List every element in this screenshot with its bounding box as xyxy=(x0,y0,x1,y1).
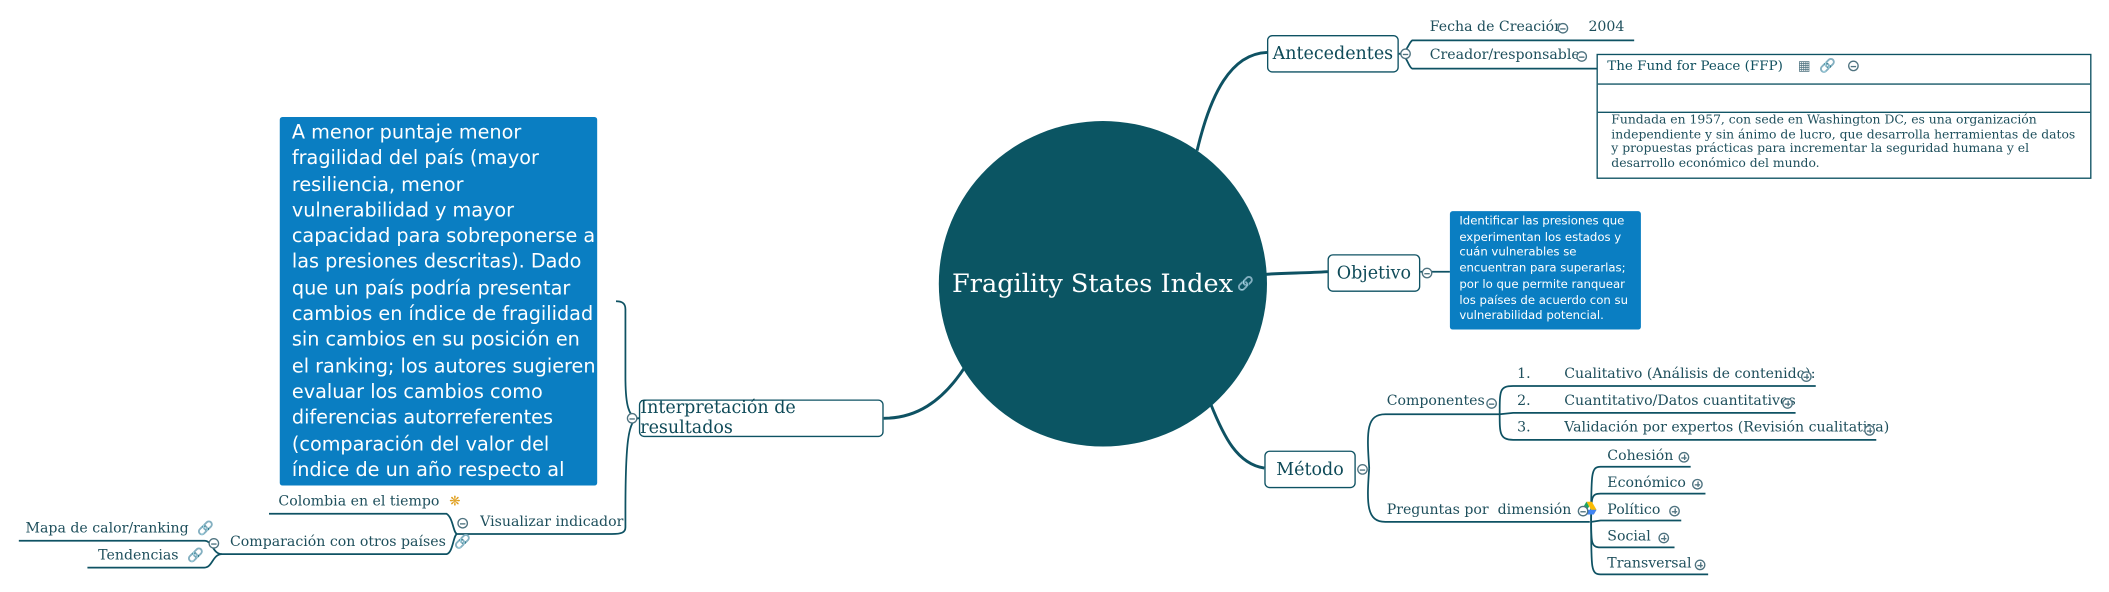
comparacion-otros-paises[interactable]: Comparación con otros países 🔗 xyxy=(229,533,472,551)
fecha-value: 2004 xyxy=(1588,18,1625,35)
creador-responsable[interactable]: Creador/responsable xyxy=(1430,47,1580,63)
ffp-table[interactable]: The Fund for Peace (FFP) ▦ 🔗 Fundada en … xyxy=(1596,53,2092,179)
collapse-toggle[interactable] xyxy=(1557,22,1569,34)
collapse-toggle[interactable] xyxy=(457,517,469,529)
collapse-toggle[interactable] xyxy=(626,412,638,424)
collapse-toggle[interactable] xyxy=(1421,267,1433,279)
dimension-item[interactable]: Cohesión xyxy=(1607,447,1674,465)
preguntas-por-dimension[interactable]: Preguntas por dimensión xyxy=(1386,501,1597,518)
dimension-item[interactable]: Económico xyxy=(1607,474,1686,491)
ffp-name: The Fund for Peace (FFP) xyxy=(1607,59,1783,74)
visualizar-label: Visualizar indicador xyxy=(480,513,624,530)
link-interpretacion xyxy=(883,365,967,420)
fecha-label: Fecha de Creación xyxy=(1429,18,1564,35)
componente-item[interactable]: 1. Cualitativo (Análisis de contenido): xyxy=(1517,365,1816,382)
creador-label: Creador/responsable xyxy=(1429,47,1580,64)
collapse-toggle[interactable] xyxy=(1357,464,1368,475)
componentes[interactable]: Componentes xyxy=(1387,393,1485,409)
expand-toggle[interactable] xyxy=(1658,532,1670,544)
fecha-creacion[interactable]: Fecha de Creación xyxy=(1430,19,1564,35)
collapse-toggle[interactable] xyxy=(1576,51,1588,62)
table-icon[interactable]: ▦ xyxy=(1797,59,1811,74)
central-topic-title: Fragility States Index xyxy=(952,269,1234,299)
link-icon[interactable]: 🔗 xyxy=(197,521,214,537)
expand-toggle[interactable] xyxy=(1692,478,1703,490)
topic-metodo-label: Método xyxy=(1276,459,1344,480)
dimension-item[interactable]: Transversal xyxy=(1607,555,1692,572)
dimension-item[interactable]: Social xyxy=(1607,528,1651,545)
expand-toggle[interactable] xyxy=(1694,559,1706,571)
link-objetivo xyxy=(1264,270,1328,276)
expand-toggle[interactable] xyxy=(1864,425,1875,436)
link-metodo xyxy=(1209,402,1265,470)
expand-toggle[interactable] xyxy=(1782,398,1793,409)
collapse-toggle[interactable] xyxy=(1577,505,1589,517)
expand-toggle[interactable] xyxy=(1800,371,1812,382)
ffp-description: Fundada en 1957, con sede en Washington … xyxy=(1611,112,2076,171)
colombia-en-el-tiempo[interactable]: Colombia en el tiempo ❋ xyxy=(278,493,461,510)
topic-antecedentes-label: Antecedentes xyxy=(1272,43,1394,64)
componentes-label: Componentes xyxy=(1386,392,1485,409)
expand-toggle[interactable] xyxy=(1678,451,1690,463)
componente-item[interactable]: 3. Validación por expertos (Revisión cua… xyxy=(1517,419,1890,436)
collapse-toggle[interactable] xyxy=(208,538,220,549)
link-icon[interactable]: 🔗 xyxy=(454,535,472,551)
link-antecedentes xyxy=(1195,50,1268,151)
topic-antecedentes[interactable]: Antecedentes xyxy=(1266,34,1399,73)
sparkle-icon[interactable]: ❋ xyxy=(449,494,461,510)
collapse-toggle[interactable] xyxy=(1848,60,1859,72)
interpretacion-note: A menor puntaje menor fragilidad del paí… xyxy=(279,117,598,507)
mapa-de-calor[interactable]: Mapa de calor/ranking 🔗 xyxy=(25,520,214,537)
link-icon[interactable]: 🔗 xyxy=(1237,276,1254,292)
collapse-toggle[interactable] xyxy=(1400,48,1411,60)
expand-toggle[interactable] xyxy=(1669,505,1680,517)
topic-metodo[interactable]: Método xyxy=(1264,450,1356,489)
topic-interpretacion-label: Interpretación de resultados xyxy=(640,398,796,439)
topic-objetivo[interactable]: Objetivo xyxy=(1327,254,1421,292)
topic-interpretacion[interactable]: Interpretación de resultados xyxy=(638,398,884,439)
visualizar-indicador[interactable]: Visualizar indicador xyxy=(480,514,623,530)
link-icon[interactable]: 🔗 xyxy=(187,548,204,564)
topic-objetivo-label: Objetivo xyxy=(1336,262,1412,284)
preguntas-label: Preguntas por dimensión xyxy=(1386,501,1572,518)
componente-item[interactable]: 2. Cuantitativo/Datos cuantitativos xyxy=(1517,392,1796,409)
ffp-empty-row xyxy=(1597,85,2091,113)
collapse-toggle[interactable] xyxy=(1486,398,1497,409)
central-topic[interactable]: Fragility States Index 🔗 xyxy=(938,121,1267,447)
tendencias[interactable]: Tendencias 🔗 xyxy=(98,547,204,564)
dimension-item[interactable]: Político xyxy=(1607,501,1661,518)
link-icon[interactable]: 🔗 xyxy=(1818,59,1836,74)
ffp-header: The Fund for Peace (FFP) ▦ 🔗 xyxy=(1597,55,2091,85)
objetivo-note: Identificar las presiones que experiment… xyxy=(1449,211,1641,330)
